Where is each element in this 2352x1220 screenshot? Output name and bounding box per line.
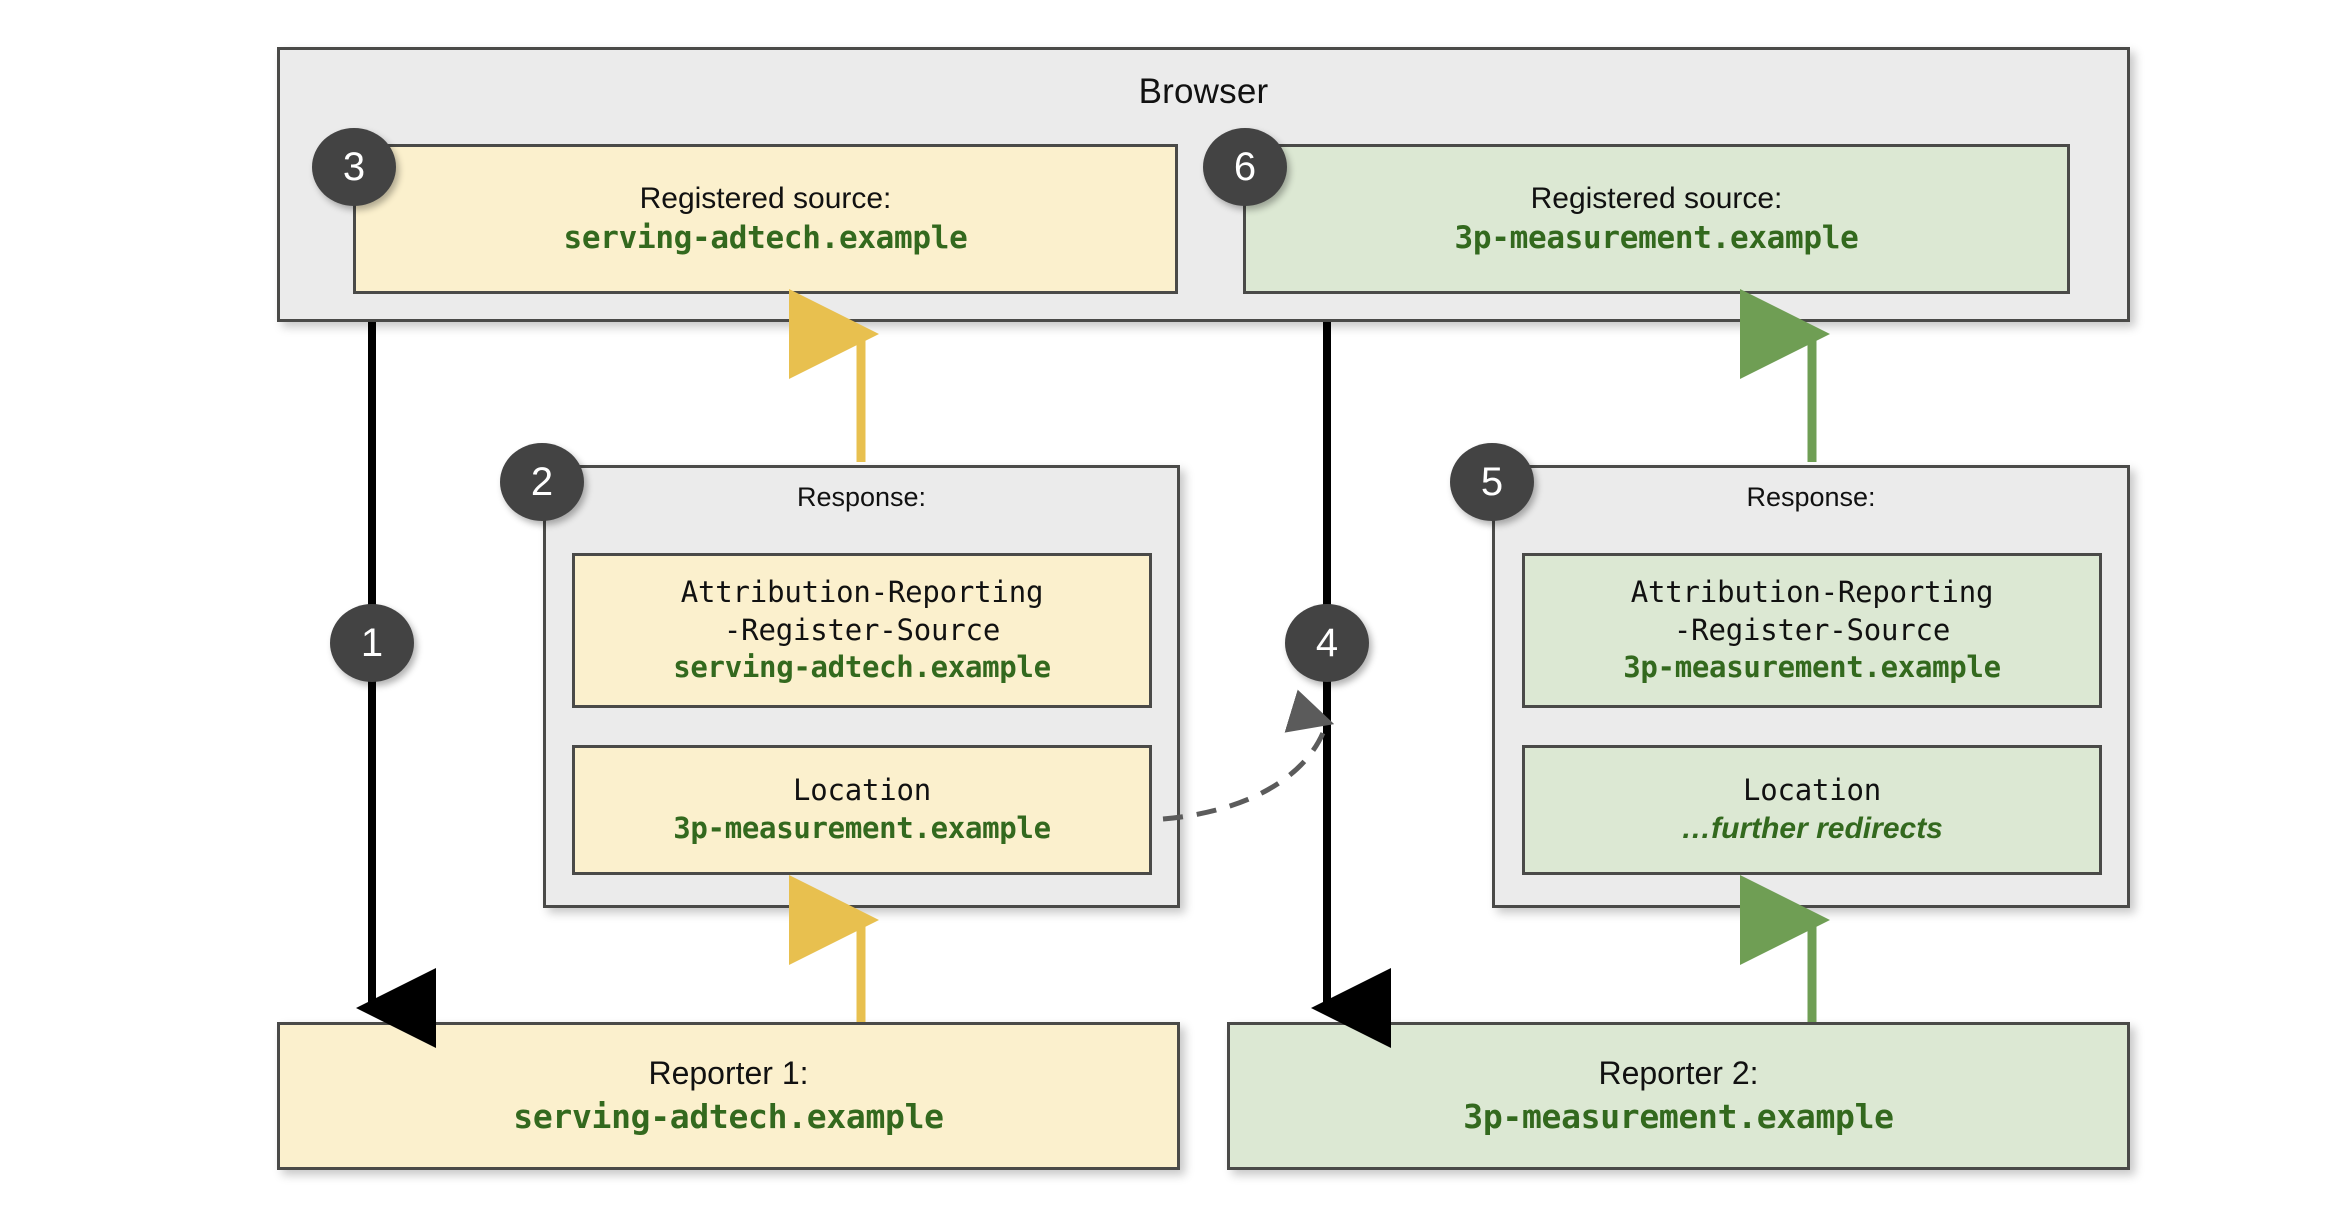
- registered-source-box-1: Registered source: serving-adtech.exampl…: [353, 144, 1178, 294]
- response-2-header-tile-1: Attribution-Reporting -Register-Source 3…: [1522, 553, 2102, 708]
- step-badge-4: 4: [1285, 604, 1369, 682]
- step-badge-5: 5: [1450, 443, 1534, 521]
- reporter-box-2: Reporter 2: 3p-measurement.example: [1227, 1022, 2130, 1170]
- header-value: serving-adtech.example: [673, 650, 1051, 685]
- response-1-header-tile-1: Attribution-Reporting -Register-Source s…: [572, 553, 1152, 708]
- reporter-box-1: Reporter 1: serving-adtech.example: [277, 1022, 1180, 1170]
- registered-source-host-2: 3p-measurement.example: [1454, 220, 1859, 257]
- wire-redirect-dashed: [1162, 689, 1335, 822]
- reporter-host-1: serving-adtech.example: [513, 1097, 944, 1137]
- registered-source-box-2: Registered source: 3p-measurement.exampl…: [1243, 144, 2070, 294]
- registered-source-label-1: Registered source:: [639, 181, 892, 215]
- header-value: 3p-measurement.example: [1623, 650, 2001, 685]
- response-label-1: Response:: [796, 482, 927, 512]
- browser-title: Browser: [1138, 72, 1269, 111]
- header-value: 3p-measurement.example: [673, 811, 1051, 845]
- header-name-line1: Attribution-Reporting: [680, 574, 1044, 609]
- step-badge-6: 6: [1203, 128, 1287, 206]
- header-name-line2: -Register-Source: [1673, 612, 1951, 647]
- reporter-title-1: Reporter 1:: [648, 1055, 809, 1092]
- step-badge-2: 2: [500, 443, 584, 521]
- header-name-line1: Location: [1742, 772, 1882, 807]
- step-badge-1: 1: [330, 604, 414, 682]
- header-name-line2: -Register-Source: [723, 612, 1001, 647]
- header-name-line1: Location: [792, 773, 932, 808]
- response-2-header-tile-2: Location …further redirects: [1522, 745, 2102, 875]
- header-name-line1: Attribution-Reporting: [1630, 574, 1994, 609]
- reporter-host-2: 3p-measurement.example: [1463, 1097, 1894, 1137]
- reporter-title-2: Reporter 2:: [1598, 1055, 1759, 1092]
- registered-source-label-2: Registered source:: [1530, 181, 1783, 215]
- response-label-2: Response:: [1746, 482, 1876, 512]
- registered-source-host-1: serving-adtech.example: [563, 220, 968, 257]
- response-1-header-tile-2: Location 3p-measurement.example: [572, 745, 1152, 875]
- step-badge-3: 3: [312, 128, 396, 206]
- header-value: …further redirects: [1681, 812, 1943, 846]
